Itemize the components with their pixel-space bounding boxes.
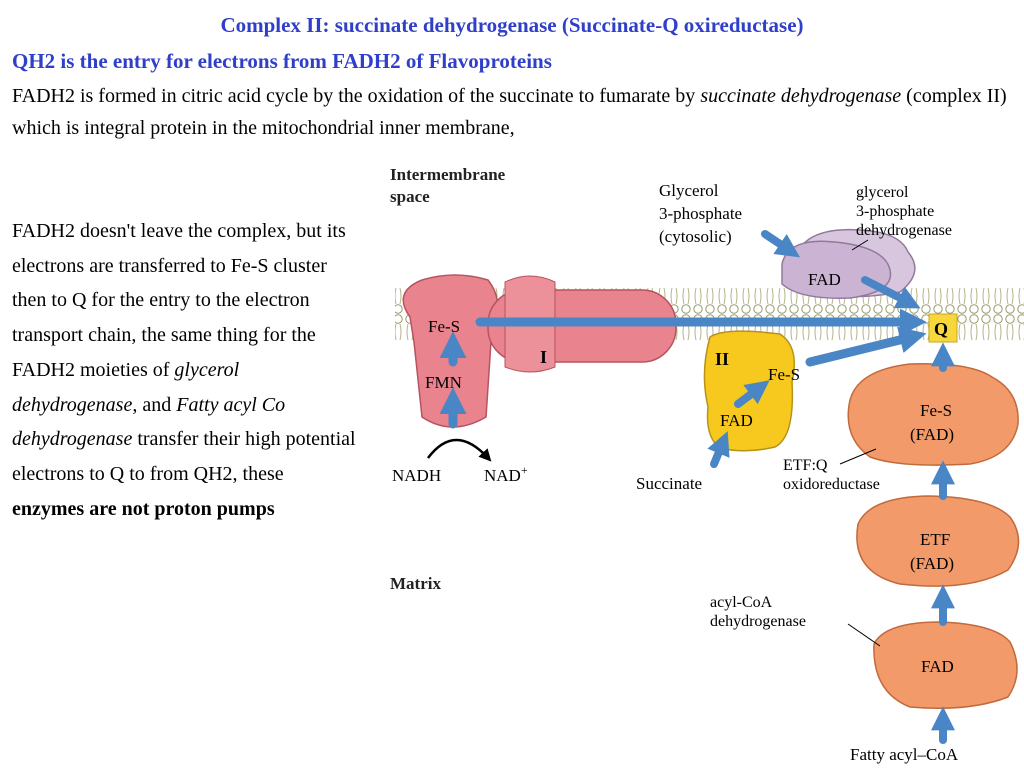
nadh-curved-arrow xyxy=(427,438,492,462)
intro-enzyme-name: succinate dehydrogenase xyxy=(700,85,902,107)
side-text-2: , and xyxy=(132,393,177,416)
complex-ii-fad: FAD xyxy=(720,411,753,430)
nad-label: NAD+ xyxy=(484,463,528,485)
side-paragraph: FADH2 doesn't leave the complex, but its… xyxy=(12,214,357,526)
etf-q-oxidoreductase xyxy=(847,363,1019,466)
complex-ii-label: II xyxy=(715,349,729,369)
acyl-enzyme-line1: acyl-CoA xyxy=(710,594,773,611)
complex-i-fes: Fe-S xyxy=(428,317,460,336)
g3p-substrate-line1: Glycerol xyxy=(659,181,719,200)
intro-text-1: FADH2 is formed in citric acid cycle by … xyxy=(12,85,701,107)
side-text-1: FADH2 doesn't leave the complex, but its… xyxy=(12,220,346,381)
fatty-acyl-coa-label: Fatty acyl–CoA xyxy=(850,745,959,764)
etf xyxy=(856,495,1020,587)
etfq-label-leader xyxy=(839,448,877,465)
ubiquinone-q xyxy=(928,313,958,343)
g3p-substrate-line2: 3-phosphate xyxy=(659,204,742,223)
arrow-fad-to-fes-ii xyxy=(734,380,770,408)
nad-text: NAD xyxy=(484,466,521,485)
g3pdh-label-line1: glycerol xyxy=(856,184,909,201)
acyl-enzyme-line2: dehydrogenase xyxy=(710,613,806,630)
g3p-substrate-line3: (cytosolic) xyxy=(659,227,732,246)
arrow-succinate-to-fad xyxy=(707,431,730,468)
etfq-fad: (FAD) xyxy=(910,425,954,444)
intermembrane-label: Intermembrane xyxy=(390,165,506,184)
g3pdh-label-line3: dehydrogenase xyxy=(856,222,952,239)
acyl-coa-dehydrogenase xyxy=(873,621,1018,709)
slide-subtitle: QH2 is the entry for electrons from FADH… xyxy=(12,49,552,73)
complex-i-fmn: FMN xyxy=(425,373,462,392)
etf-label: ETF xyxy=(920,530,950,549)
complex-i-label: I xyxy=(540,347,547,367)
nadh-label: NADH xyxy=(392,466,441,485)
g3pdh-fad: FAD xyxy=(808,270,841,289)
intermembrane-label-2: space xyxy=(390,187,430,206)
arrow-complex-ii-to-q xyxy=(805,326,927,367)
side-enzyme-glycerol: glycerol dehydrogenase xyxy=(12,358,240,416)
side-text-3: transfer their high potential electrons … xyxy=(12,428,356,485)
g3pdh-label-leader xyxy=(851,239,869,251)
arrow-g3pdh-to-q xyxy=(861,276,921,309)
complex-ii-fes: Fe-S xyxy=(768,365,800,384)
succinate-label: Succinate xyxy=(636,474,702,493)
matrix-label: Matrix xyxy=(390,574,441,593)
electron-transport-diagram: Intermembrane space Matrix I Fe-S FMN II… xyxy=(390,165,1024,764)
complex-i: I Fe-S FMN xyxy=(402,274,677,428)
q-label: Q xyxy=(934,319,948,339)
etf-fad: (FAD) xyxy=(910,554,954,573)
glycerol-3-phosphate-dehydrogenase: FAD xyxy=(781,228,916,299)
g3pdh-label-line2: 3-phosphate xyxy=(856,203,934,220)
arrow-g3p-to-g3pdh xyxy=(761,230,800,258)
acyl-fad: FAD xyxy=(921,657,954,676)
side-enzyme-fatty-acyl: Fatty acyl Co dehydrogenase xyxy=(12,393,286,451)
etfq-label-line2: oxidoreductase xyxy=(783,476,880,493)
nad-superscript: + xyxy=(521,463,528,477)
etfq-fes: Fe-S xyxy=(920,401,952,420)
intro-paragraph: FADH2 is formed in citric acid cycle by … xyxy=(12,80,1016,144)
etfq-label-line1: ETF:Q xyxy=(783,457,828,474)
intro-text-2: (complex II) which is integral protein i… xyxy=(12,85,1007,139)
slide-title: Complex II: succinate dehydrogenase (Suc… xyxy=(220,13,804,37)
side-text-emphasis: enzymes are not proton pumps xyxy=(12,497,275,520)
acyl-enzyme-leader xyxy=(847,623,881,647)
